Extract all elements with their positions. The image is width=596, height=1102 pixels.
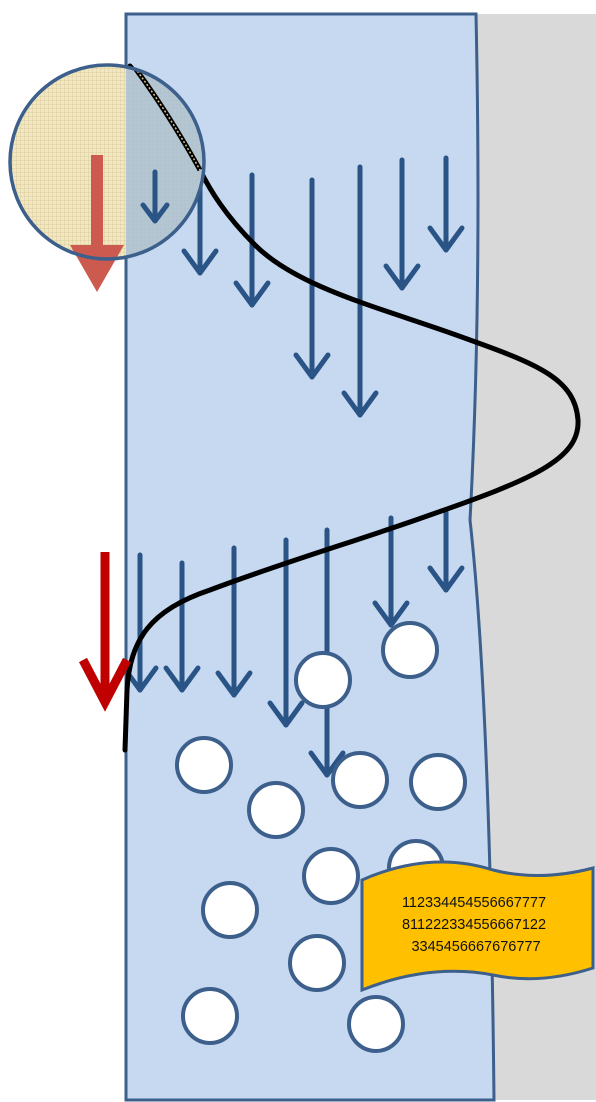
circle-particle-icon <box>201 881 259 939</box>
banner-line-1: 112334454556667777 <box>402 895 546 911</box>
circle-particle-icon <box>302 847 360 905</box>
arrow-down-icon <box>372 515 410 628</box>
circle-particle-icon <box>247 781 305 839</box>
arrow-down-icon <box>267 537 305 728</box>
arrow-down-icon <box>293 177 331 380</box>
lens-arrow-down-icon <box>140 169 170 224</box>
arrow-down-icon <box>341 164 379 418</box>
magnifier-lens-icon <box>8 63 206 292</box>
circle-particle-icon <box>347 995 405 1053</box>
circle-particle-icon <box>331 751 389 809</box>
velocity-profile-curve <box>122 63 581 753</box>
arrow-down-icon <box>215 545 253 698</box>
banner-line-2: 811222334556667122 <box>402 917 546 933</box>
arrow-down-icon <box>383 157 421 291</box>
red-slip-arrow-head <box>70 245 124 292</box>
circle-particle-icon <box>175 736 233 794</box>
circle-particle-icon <box>181 987 239 1045</box>
arrow-down-icon <box>427 155 465 253</box>
circle-particle-icon <box>294 651 352 709</box>
arrow-down-icon <box>163 560 201 693</box>
red-slip-arrow-shaft <box>91 155 103 245</box>
circle-particle-icon <box>288 934 346 992</box>
data-banner: 112334454556667777 811222334556667122 33… <box>360 860 595 993</box>
circle-particle-icon <box>381 621 439 679</box>
red-arrow-down-icon <box>79 552 131 712</box>
svg-text:112334454556667777 81122: 112334454556667777 811222334556667122 33… <box>402 895 550 955</box>
circle-particle-icon <box>409 753 467 811</box>
banner-line-3: 3345456667676777 <box>411 939 540 955</box>
arrow-down-icon <box>427 509 465 593</box>
particles <box>175 621 467 1053</box>
wall-region <box>470 14 596 1100</box>
